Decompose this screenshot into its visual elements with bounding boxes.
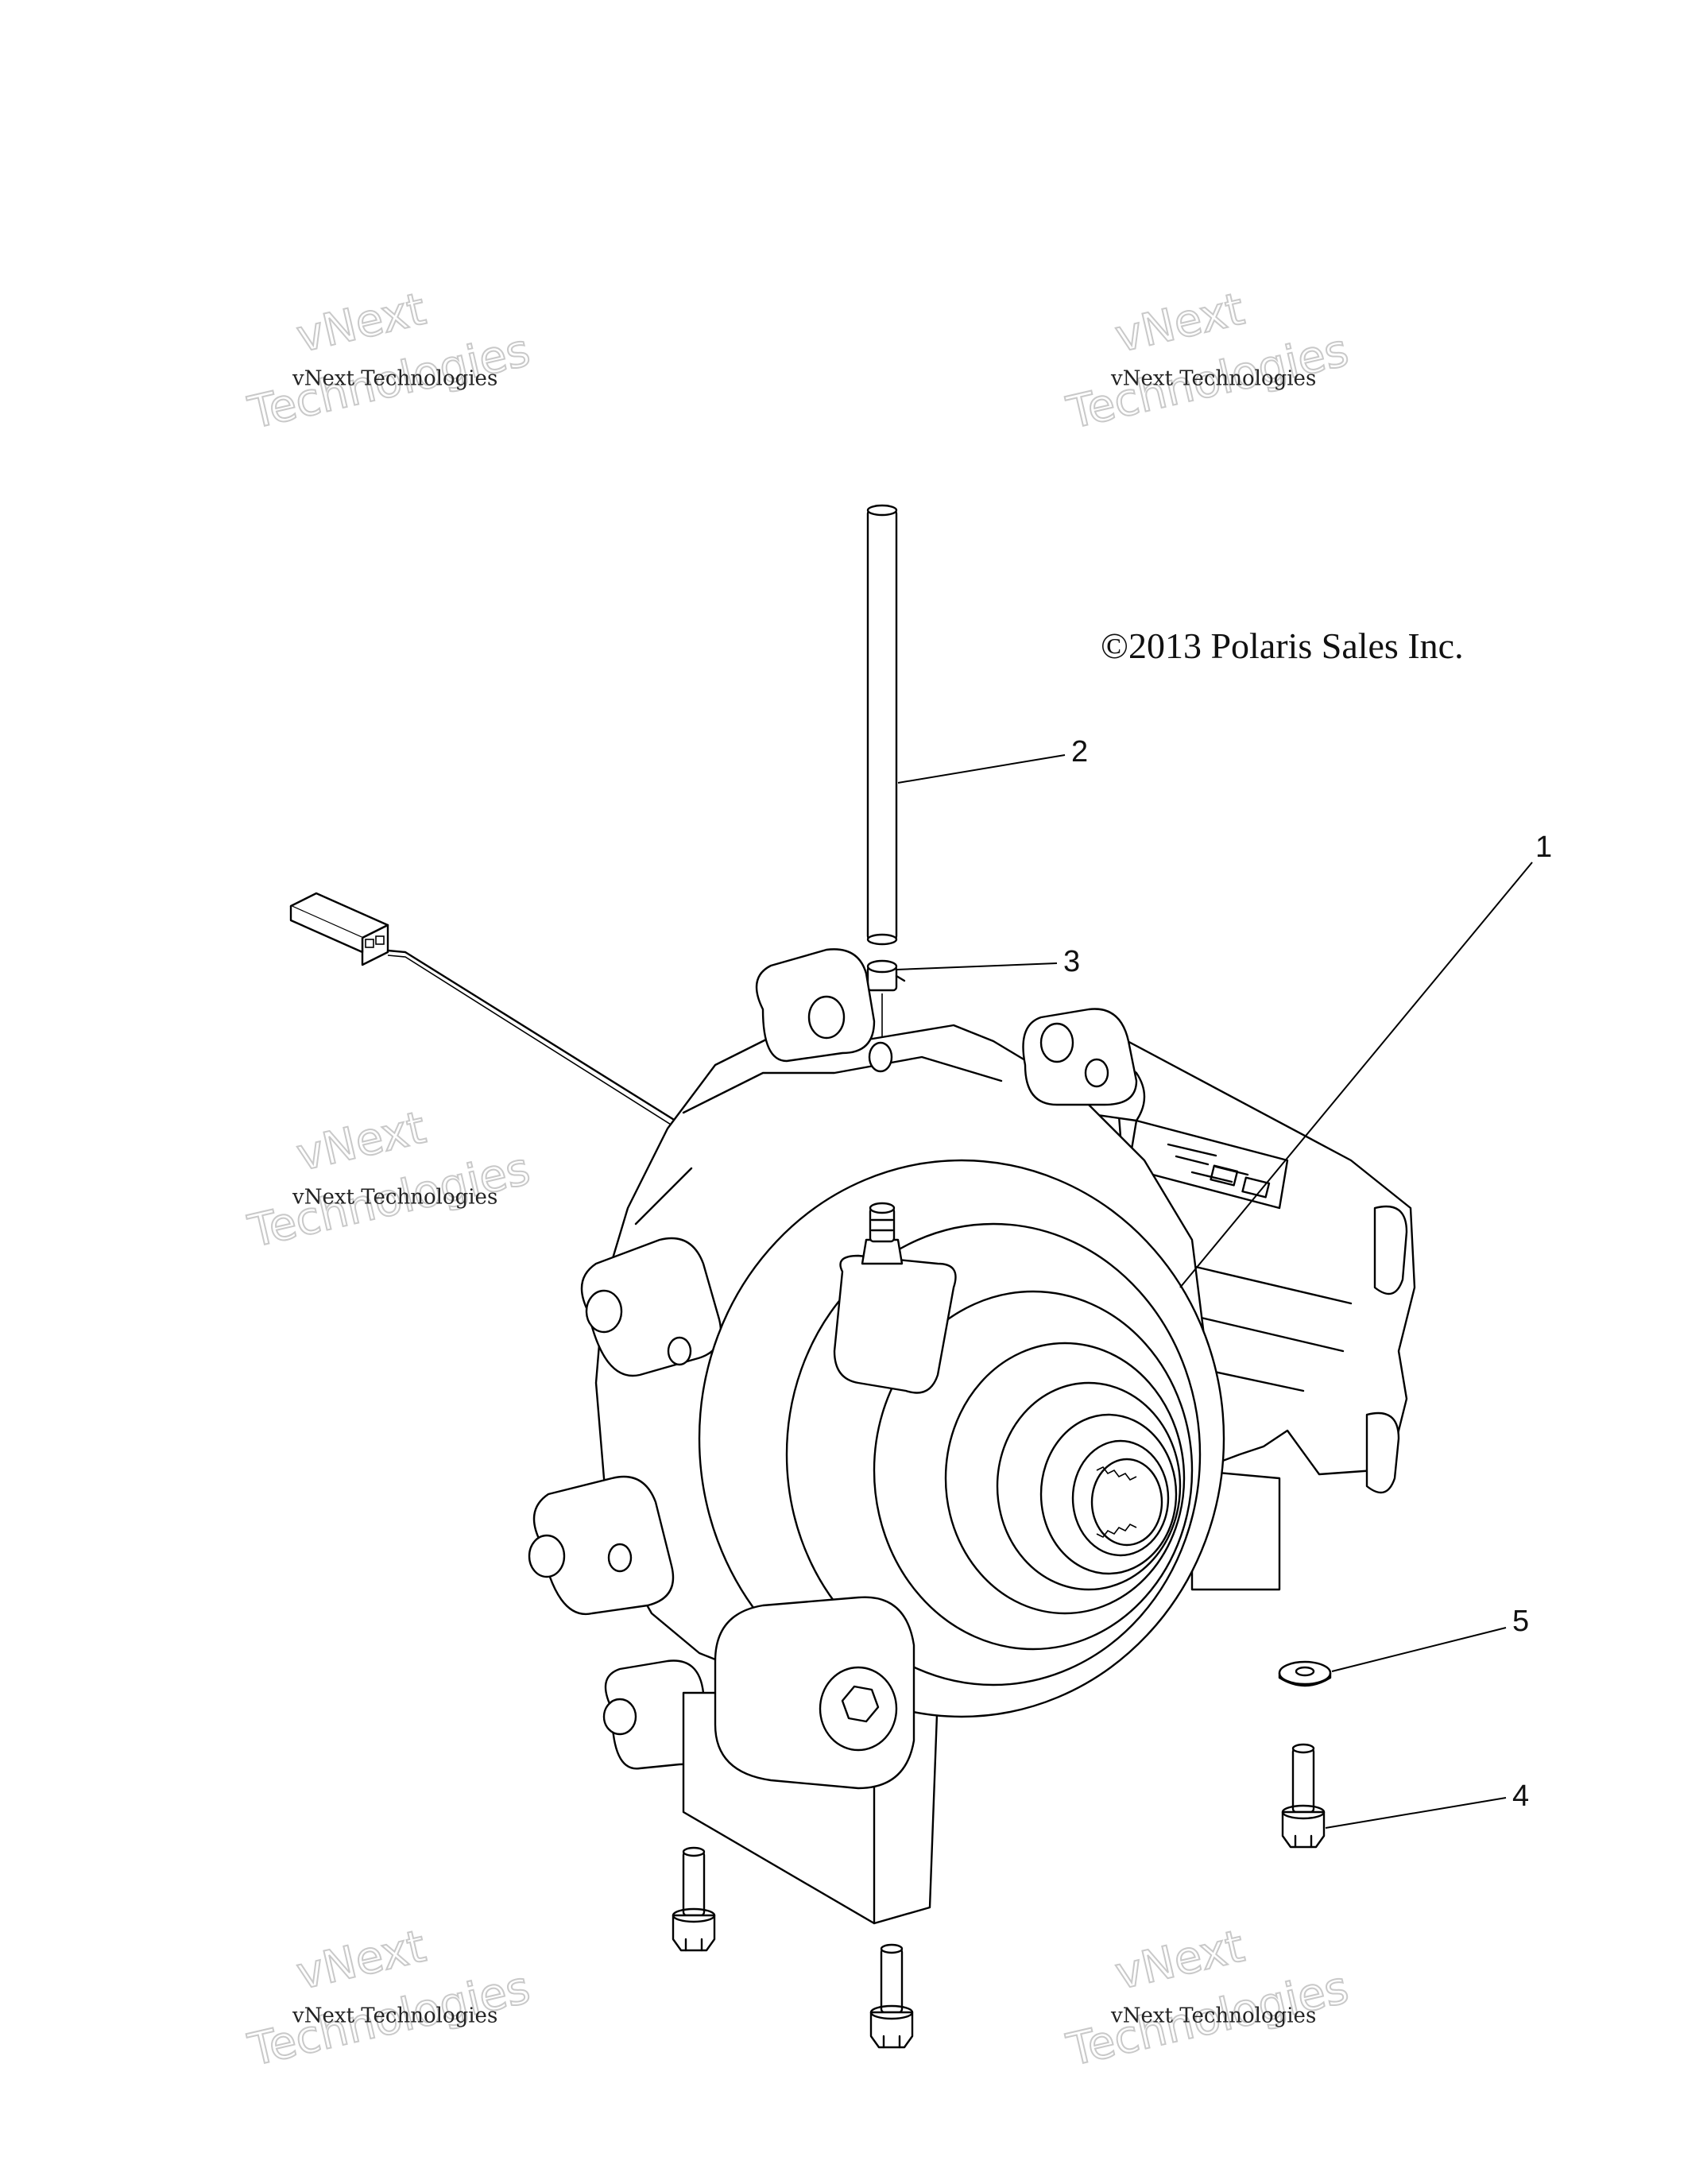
svg-text:vNext Technologies: vNext Technologies — [1110, 367, 1316, 391]
bolt-part — [1281, 1743, 1326, 1849]
watermark-top-left: vNext Technologies vNext Technologies — [243, 283, 536, 440]
callout-number-4: 4 — [1512, 1779, 1529, 1813]
svg-text:vNext Technologies: vNext Technologies — [292, 367, 497, 391]
callout-number-1: 1 — [1535, 831, 1552, 864]
svg-text:vNext Technologies: vNext Technologies — [1110, 2004, 1316, 2028]
sensor-connector — [289, 892, 389, 966]
svg-text:vNext Technologies: vNext Technologies — [292, 2004, 497, 2028]
leader-line-3 — [896, 962, 1058, 970]
watermark-mid-left: vNext Technologies vNext Technologies — [243, 1102, 536, 1259]
clamp-part — [866, 959, 906, 992]
watermark-top-right: vNext Technologies vNext Technologies — [1062, 283, 1354, 440]
svg-text:vNext Technologies: vNext Technologies — [292, 1186, 497, 1210]
callout-number-2: 2 — [1071, 735, 1088, 769]
bolt-extra-left — [672, 1846, 716, 1952]
callout-number-5: 5 — [1512, 1605, 1529, 1638]
copyright-text: ©2013 Polaris Sales Inc. — [1101, 625, 1464, 666]
washer-part — [1278, 1660, 1332, 1687]
vent-tube-part — [866, 504, 898, 946]
watermark-bottom-right: vNext Technologies vNext Technologies — [1062, 1920, 1354, 2078]
leader-line-1 — [1179, 862, 1533, 1288]
bolt-extra-center — [869, 1943, 914, 2049]
watermark-bottom-left: vNext Technologies vNext Technologies — [243, 1920, 536, 2078]
callout-number-3: 3 — [1063, 945, 1080, 978]
leader-line-5 — [1331, 1627, 1507, 1672]
gearcase-part — [528, 948, 1416, 1925]
leader-line-2 — [897, 754, 1066, 784]
leader-line-4 — [1325, 1797, 1507, 1829]
